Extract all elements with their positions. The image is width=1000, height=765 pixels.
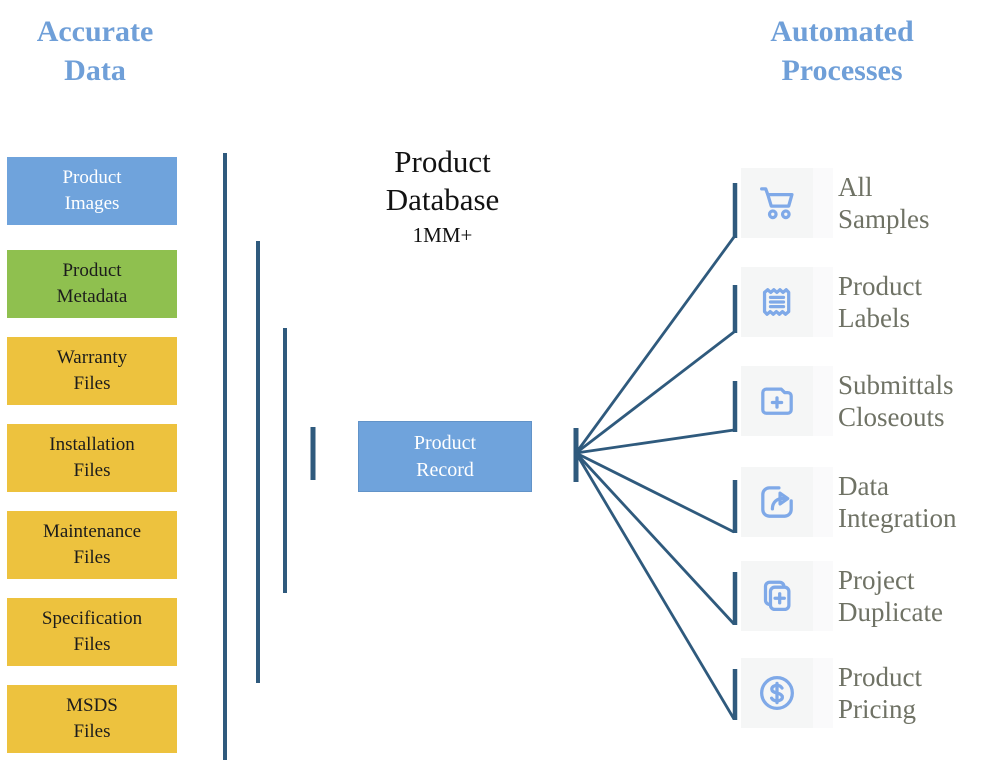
database-count: 1MM+ bbox=[412, 223, 473, 247]
box-label-line: Installation bbox=[49, 434, 135, 455]
fan-line-project-duplicate bbox=[574, 452, 736, 625]
receipt-icon bbox=[762, 288, 791, 316]
box-product-images: Product Images bbox=[7, 157, 177, 225]
process-label-product-labels: Product Labels bbox=[838, 267, 1000, 337]
process-label-project-duplicate: Project Duplicate bbox=[838, 561, 1000, 631]
process-label-line: Pricing bbox=[838, 694, 916, 724]
box-warranty-files: Warranty Files bbox=[7, 337, 177, 405]
icon-cell-extension bbox=[813, 658, 833, 728]
process-label-line: Duplicate bbox=[838, 597, 943, 627]
box-specification-files: Specification Files bbox=[7, 598, 177, 666]
left-aggregation-bars bbox=[223, 153, 316, 760]
product-record-node: Product Record bbox=[358, 421, 532, 492]
process-label-line: Submittals bbox=[838, 370, 954, 400]
fan-line-product-pricing bbox=[574, 452, 736, 720]
icon-cell-extension bbox=[813, 561, 833, 631]
box-label-line: Product bbox=[62, 167, 122, 188]
product-record-line: Product bbox=[413, 431, 477, 454]
process-label-line: Product bbox=[838, 662, 922, 692]
database-title-line2: Database bbox=[385, 182, 500, 217]
process-item-submittals-closeouts bbox=[741, 366, 813, 436]
box-label-line: MSDS bbox=[66, 695, 118, 716]
share-arrow-icon bbox=[761, 486, 793, 518]
right-header-line2: Processes bbox=[781, 54, 903, 87]
process-item-product-labels bbox=[741, 267, 813, 337]
icon-cell-extension bbox=[813, 168, 833, 238]
process-label-line: Project bbox=[838, 565, 915, 595]
icon-cell-extension bbox=[813, 467, 833, 537]
process-label-product-pricing: Product Pricing bbox=[838, 658, 1000, 728]
fan-line-data-integration bbox=[575, 451, 735, 534]
left-column-header: Accurate Data bbox=[10, 12, 180, 90]
right-column-header: Automated Processes bbox=[742, 12, 942, 90]
process-label-line: Samples bbox=[838, 204, 930, 234]
process-label-all-samples: All Samples bbox=[838, 168, 1000, 238]
right-header-line1: Automated bbox=[770, 15, 914, 48]
box-label-line: Warranty bbox=[56, 347, 128, 368]
database-title: Product Database 1MM+ bbox=[335, 143, 550, 248]
box-label-line: Specification bbox=[41, 608, 143, 629]
box-label-line: Files bbox=[73, 373, 111, 394]
dollar-circle-icon bbox=[760, 676, 794, 710]
process-label-line: Product bbox=[838, 271, 922, 301]
icon-cell-extension bbox=[813, 267, 833, 337]
box-product-metadata: Product Metadata bbox=[7, 250, 177, 318]
folder-plus-icon bbox=[761, 387, 793, 415]
process-label-line: Data bbox=[838, 471, 889, 501]
fan-line-submittals bbox=[575, 428, 735, 455]
process-label-line: Integration bbox=[838, 503, 957, 533]
box-label-line: Images bbox=[64, 193, 120, 214]
process-item-project-duplicate bbox=[741, 561, 813, 631]
database-title-line1: Product bbox=[394, 144, 491, 179]
left-header-line2: Data bbox=[64, 54, 126, 87]
fan-out-connectors bbox=[573, 183, 738, 720]
box-maintenance-files: Maintenance Files bbox=[7, 511, 177, 579]
box-label-line: Files bbox=[73, 460, 111, 481]
box-label-line: Files bbox=[73, 547, 111, 568]
box-label-line: Maintenance bbox=[42, 521, 142, 542]
icon-cell-extension bbox=[813, 366, 833, 436]
fan-line-all-samples bbox=[574, 236, 736, 454]
box-label-line: Metadata bbox=[56, 286, 128, 307]
process-label-submittals-closeouts: Submittals Closeouts bbox=[838, 366, 1000, 436]
shopping-cart-icon bbox=[760, 187, 794, 220]
duplicate-plus-icon bbox=[763, 580, 791, 612]
box-label-line: Files bbox=[73, 721, 111, 742]
process-label-line: Labels bbox=[838, 303, 910, 333]
process-item-data-integration bbox=[741, 467, 813, 537]
process-label-data-integration: Data Integration bbox=[838, 467, 1000, 537]
box-label-line: Files bbox=[73, 634, 111, 655]
box-installation-files: Installation Files bbox=[7, 424, 177, 492]
product-record-line: Record bbox=[416, 458, 474, 481]
process-label-line: Closeouts bbox=[838, 402, 945, 432]
process-item-all-samples bbox=[741, 168, 813, 238]
fan-line-product-labels bbox=[575, 330, 735, 455]
left-header-line1: Accurate bbox=[36, 15, 154, 48]
box-label-line: Product bbox=[62, 260, 122, 281]
process-label-line: All bbox=[838, 172, 873, 202]
process-item-product-pricing bbox=[741, 658, 813, 728]
box-msds-files: MSDS Files bbox=[7, 685, 177, 753]
